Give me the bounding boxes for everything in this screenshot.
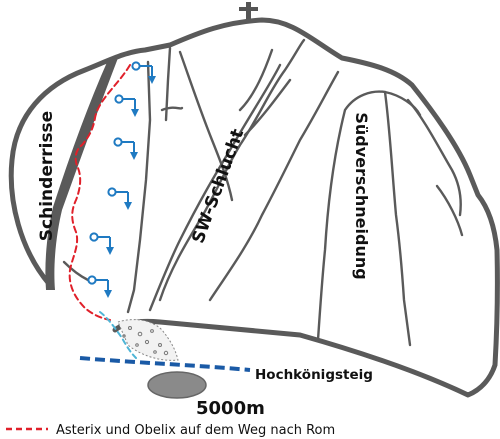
legend: Asterix und Obelix auf dem Weg nach Rom: [6, 423, 335, 438]
rappel-anchor-icon: [87, 275, 112, 298]
approach-line: [99, 311, 137, 359]
right-ridge-label: Südverschneidung: [352, 112, 371, 279]
route-line: [68, 64, 131, 321]
trail-label: Hochkönigsteig: [255, 367, 373, 383]
rappel-anchor-icon: [107, 187, 132, 210]
schinderrisse-gully-strip: [45, 58, 119, 290]
left-gully-label: Schinderrisse: [37, 111, 57, 241]
mountain-outline: [8, 17, 500, 398]
center-gully-label: SW-Schlucht: [188, 127, 248, 247]
distance-label: 5000m: [196, 398, 265, 419]
gully-lines: [126, 38, 464, 347]
legend-route-label: Asterix und Obelix auf dem Weg nach Rom: [56, 423, 335, 438]
left-ridge-line: [62, 260, 90, 282]
scree-field: [117, 319, 179, 361]
rappel-anchor-icon: [89, 232, 114, 255]
rappel-anchors: [87, 61, 156, 298]
rappel-anchor-icon: [114, 94, 139, 117]
summit-cross-icon: [239, 2, 258, 23]
boulder: [147, 371, 207, 399]
rappel-anchor-icon: [113, 137, 138, 160]
trail-line: [79, 356, 251, 372]
rappel-anchor-icon: [131, 61, 156, 84]
